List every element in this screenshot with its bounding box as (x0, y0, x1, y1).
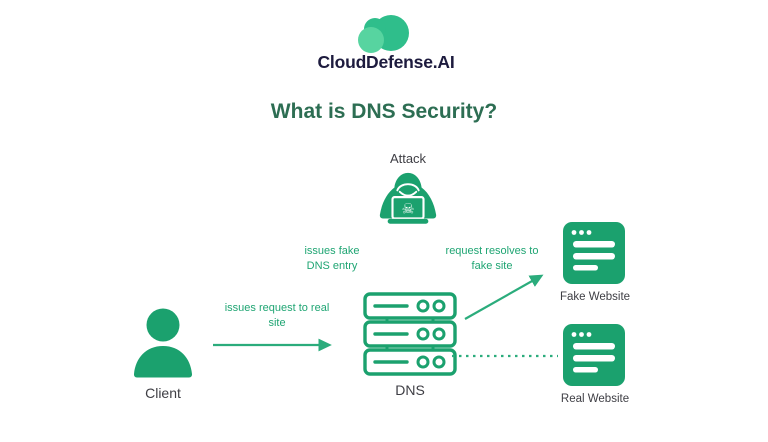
annotation-request-resolves: request resolves to fake site (445, 245, 539, 272)
skull-glyph: ☠ (401, 202, 414, 218)
page-title: What is DNS Security? (270, 100, 498, 123)
real-website-label: Real Website (560, 393, 630, 405)
fake-website-browser-icon (563, 222, 625, 284)
attack-label: Attack (389, 151, 427, 166)
dns-server-icon (363, 292, 457, 376)
person-icon (133, 308, 193, 378)
cloud-logo-icon (358, 15, 409, 53)
dns-label: DNS (395, 382, 425, 398)
arrow-dns-to-fake-website (464, 274, 544, 320)
client-label: Client (145, 385, 181, 401)
real-website-browser-icon (563, 324, 625, 386)
hacker-icon: ☠ (379, 172, 437, 224)
fake-website-label: Fake Website (559, 291, 631, 303)
brand-name: CloudDefense.AI (317, 52, 455, 72)
annotation-issues-request: issues request to real site (224, 302, 330, 329)
annotation-fake-entry: issues fake DNS entry (304, 245, 360, 272)
